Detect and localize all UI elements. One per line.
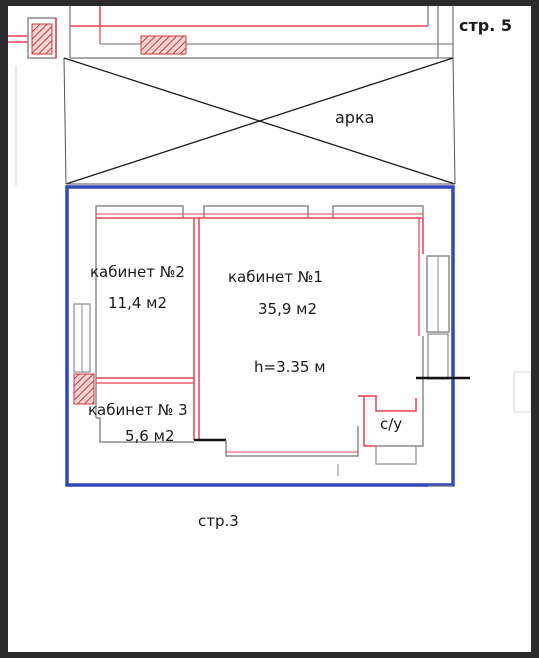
floor-plan-frame: стр. 5 арка кабинет №2 11,4 м2 кабинет №… [8, 6, 531, 652]
office-walls [73, 205, 531, 487]
room-2-area: 11,4 м2 [108, 294, 168, 312]
leased-area-outline [65, 185, 455, 487]
room-1-area: 35,9 м2 [258, 300, 318, 318]
upper-building-fragment [8, 6, 454, 186]
floor-plan-drawing [8, 6, 531, 487]
wc-label: с/у [380, 415, 403, 433]
arch-label: арка [335, 108, 375, 127]
room-3-name: кабинет № 3 [88, 401, 188, 419]
room-1-height: h=3.35 м [254, 358, 326, 376]
room-1-name: кабинет №1 [228, 268, 323, 286]
room-2-name: кабинет №2 [90, 263, 185, 281]
arch-passage [63, 57, 456, 185]
room-3-area: 5,6 м2 [125, 427, 175, 445]
page-5-label: стр. 5 [459, 16, 512, 35]
page-3-label: стр.3 [198, 512, 239, 530]
